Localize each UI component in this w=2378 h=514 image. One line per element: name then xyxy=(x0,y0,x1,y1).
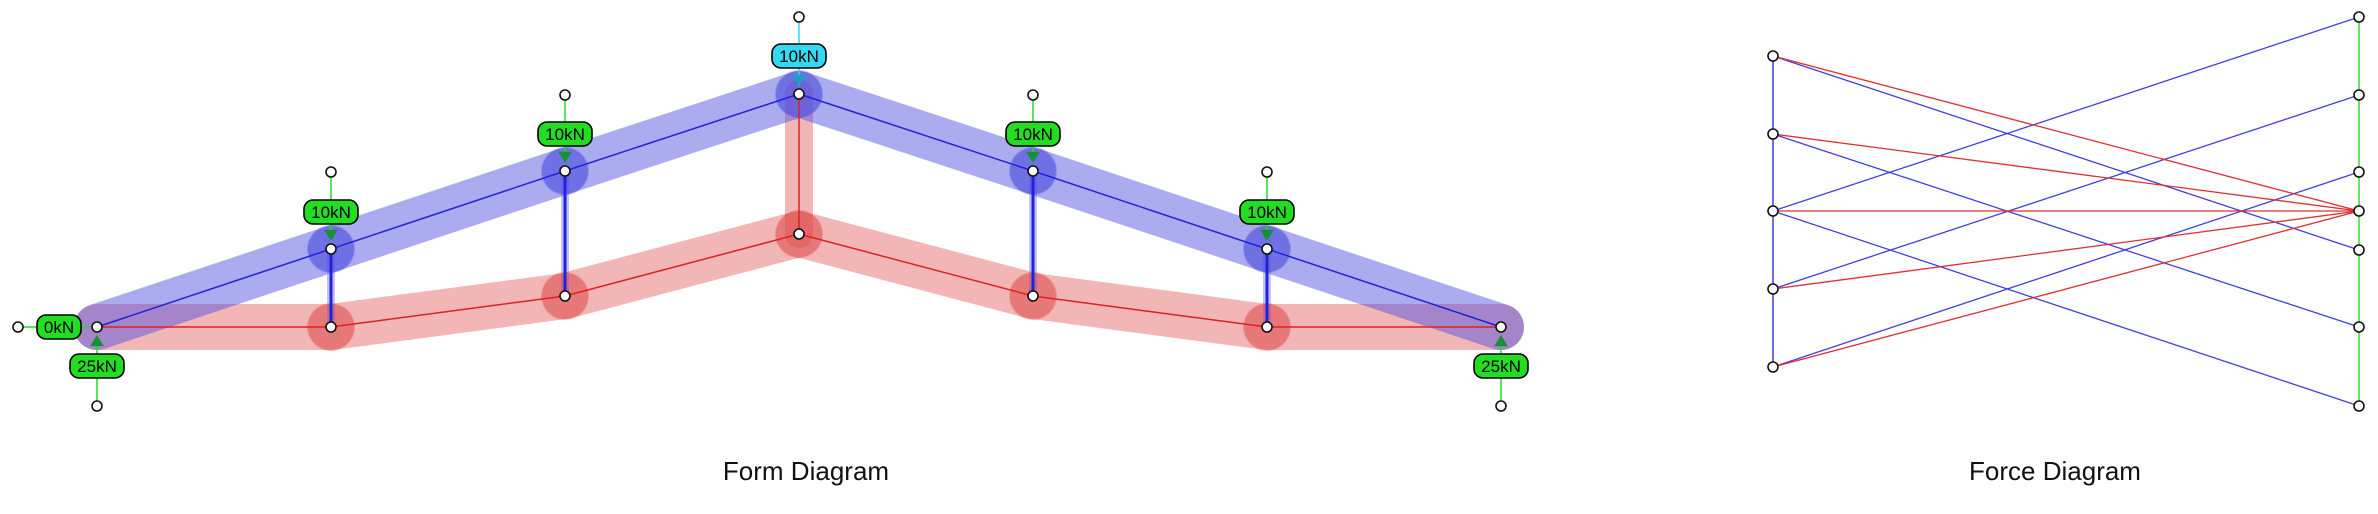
form-node xyxy=(1261,321,1273,333)
force-node xyxy=(2353,321,2365,333)
form-node xyxy=(1261,243,1273,255)
load-label-text: 10kN xyxy=(545,125,585,144)
form-node xyxy=(91,321,103,333)
force-node xyxy=(1767,205,1779,217)
force-diagram xyxy=(1767,11,2365,412)
member-lines xyxy=(96,93,1502,328)
reaction-tail-node xyxy=(1495,400,1507,412)
force-node xyxy=(2353,89,2365,101)
form-diagram-caption: Form Diagram xyxy=(722,456,890,486)
compression-force-line xyxy=(1772,94,2360,290)
top-chord-member xyxy=(1266,248,1502,328)
force-node xyxy=(2353,400,2365,412)
tension-force-line xyxy=(1772,55,2360,212)
form-node xyxy=(1495,321,1507,333)
load-arrowhead xyxy=(324,229,338,241)
load-label-box xyxy=(36,314,82,340)
form-node xyxy=(325,321,337,333)
form-node xyxy=(1027,165,1039,177)
force-nodes xyxy=(1767,11,2365,412)
top-chord-member xyxy=(564,93,800,172)
load-label-text: 10kN xyxy=(779,47,819,66)
form-node xyxy=(793,228,805,240)
load-label-1: 10kN xyxy=(771,43,827,69)
bottom-chord-member xyxy=(798,233,1034,297)
load-label-2: 10kN xyxy=(303,199,359,225)
bottom-chord-member xyxy=(1032,295,1268,328)
load-label-8: 25kN xyxy=(1473,353,1529,379)
form-node xyxy=(559,290,571,302)
force-node xyxy=(1767,361,1779,373)
compression-force-line xyxy=(1772,55,2360,251)
load-label-box xyxy=(1473,353,1529,379)
form-node xyxy=(559,165,571,177)
compression-force-line xyxy=(1772,133,2360,328)
load-labels: 10kN 10kN 10kN 10kN 10kN 0kN 25kN 25kN xyxy=(36,43,1529,379)
top-chord-member xyxy=(96,248,332,328)
compression-force-line xyxy=(1772,16,2360,212)
reaction-tail-node xyxy=(12,321,24,333)
force-node xyxy=(2353,166,2365,178)
top-chord-member xyxy=(330,170,566,250)
tension-force-line xyxy=(1772,210,2360,368)
form-nodes xyxy=(91,88,1507,333)
load-label-text: 10kN xyxy=(1013,125,1053,144)
load-arrowhead xyxy=(558,151,572,163)
load-label-box xyxy=(69,353,125,379)
load-label-box xyxy=(771,43,827,69)
load-arrowhead xyxy=(1494,335,1508,347)
force-node xyxy=(2353,244,2365,256)
bottom-chord-member xyxy=(330,295,566,328)
force-node xyxy=(1767,283,1779,295)
load-label-text: 0kN xyxy=(44,318,74,337)
form-node xyxy=(325,243,337,255)
force-node xyxy=(1767,50,1779,62)
form-diagram: 10kN 10kN 10kN 10kN 10kN 0kN 25kN 25kN xyxy=(12,11,1529,412)
load-label-3: 10kN xyxy=(537,121,593,147)
force-lines xyxy=(1772,16,2360,407)
form-node xyxy=(793,88,805,100)
form-node xyxy=(1027,290,1039,302)
load-label-text: 10kN xyxy=(1247,203,1287,222)
load-arrowhead xyxy=(792,74,806,86)
tension-force-line xyxy=(1772,133,2360,212)
tension-force-line xyxy=(1772,210,2360,290)
force-node xyxy=(1767,128,1779,140)
load-label-text: 25kN xyxy=(1481,357,1521,376)
force-node xyxy=(2353,205,2365,217)
load-label-text: 25kN xyxy=(77,357,117,376)
top-chord-member xyxy=(1032,170,1268,250)
load-label-6: 0kN xyxy=(36,314,82,340)
bottom-chord-member xyxy=(564,233,800,297)
reaction-tail-node xyxy=(91,400,103,412)
load-tail-node xyxy=(793,11,805,23)
load-tail-node xyxy=(325,166,337,178)
force-node xyxy=(2353,11,2365,23)
load-label-box xyxy=(1239,199,1295,225)
load-label-5: 10kN xyxy=(1239,199,1295,225)
load-arrowhead xyxy=(1260,229,1274,241)
compression-force-line xyxy=(1772,210,2360,407)
load-arrowhead xyxy=(90,335,104,347)
load-tail-node xyxy=(1027,89,1039,101)
load-tail-node xyxy=(559,89,571,101)
load-label-4: 10kN xyxy=(1005,121,1061,147)
load-tail-node xyxy=(1261,166,1273,178)
load-label-7: 25kN xyxy=(69,353,125,379)
load-label-box xyxy=(1005,121,1061,147)
force-diagram-caption: Force Diagram xyxy=(1969,456,2141,486)
load-label-box xyxy=(303,199,359,225)
compression-force-line xyxy=(1772,171,2360,368)
load-label-text: 10kN xyxy=(311,203,351,222)
load-label-box xyxy=(537,121,593,147)
load-arrowhead xyxy=(1026,151,1040,163)
top-chord-member xyxy=(798,93,1034,172)
